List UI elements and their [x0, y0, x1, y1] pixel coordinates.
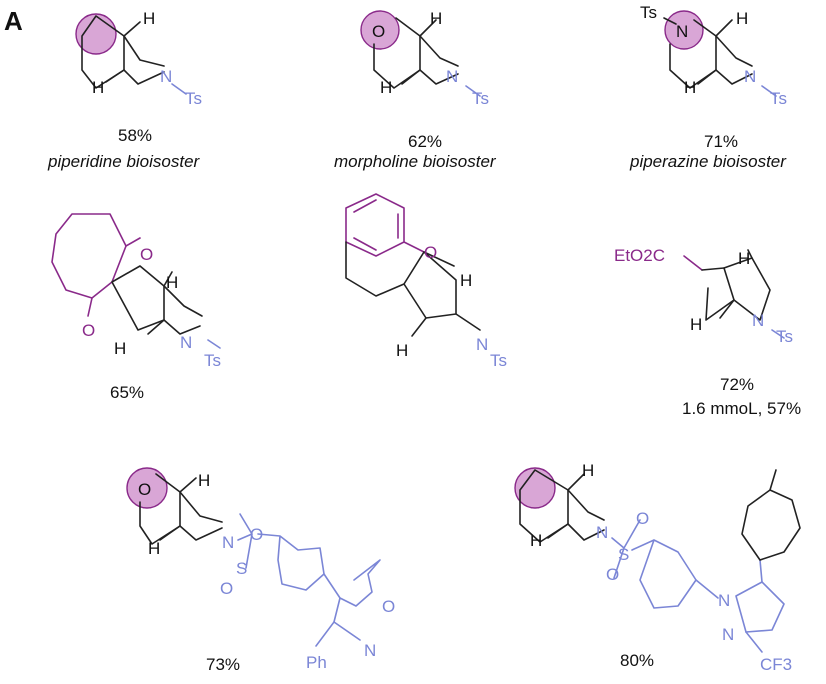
h-label: H	[380, 78, 392, 97]
yield-label: 80%	[620, 651, 654, 670]
h-label: H	[684, 78, 696, 97]
sulfonyl-o-label: O	[220, 579, 233, 598]
compound-7-structure: O H H N S O O O N Ph	[126, 467, 395, 672]
isoxazole-o-label: O	[382, 597, 395, 616]
cf3-label: CF3	[760, 655, 792, 674]
h-label: H	[92, 78, 104, 97]
o-label: O	[372, 22, 385, 41]
ketone-o-label: O	[424, 243, 437, 262]
sulfonyl-o-label: O	[606, 565, 619, 584]
h-label: H	[530, 531, 542, 550]
compound-name: piperazine bioisoster	[629, 152, 787, 171]
n-label: N	[180, 333, 192, 352]
yield-label: 62%	[408, 132, 442, 151]
ts-label: Ts	[770, 89, 787, 108]
n-label: N	[476, 335, 488, 354]
h-label: H	[430, 9, 442, 28]
highlight-circle	[126, 467, 168, 509]
yield-label: 58%	[118, 126, 152, 145]
n-label: N	[752, 311, 764, 330]
compound-4-structure: O O H H N Ts	[51, 213, 221, 370]
phenyl-label: Ph	[306, 653, 327, 672]
compound-6-structure: EtO2C H H N Ts	[614, 246, 793, 346]
h-label: H	[396, 341, 408, 360]
ts-label: Ts	[204, 351, 221, 370]
highlight-circle	[514, 467, 556, 509]
ketone-o-label: O	[82, 321, 95, 340]
h-label: H	[738, 249, 750, 268]
n-label: N	[676, 22, 688, 41]
ts-label: Ts	[185, 89, 202, 108]
isoxazole-n-label: N	[364, 641, 376, 660]
compound-name: morpholine bioisoster	[334, 152, 497, 171]
h-label: H	[736, 9, 748, 28]
scale-note: 1.6 mmoL, 57%	[682, 399, 801, 418]
compound-name: piperidine bioisoster	[47, 152, 201, 171]
h-label: H	[582, 461, 594, 480]
h-label: H	[148, 539, 160, 558]
n-label: N	[222, 533, 234, 552]
sulfonyl-s-label: S	[236, 559, 247, 578]
compound-2-structure: O H H N Ts	[360, 9, 489, 108]
yield-label: 65%	[110, 383, 144, 402]
pyrazole-n-label: N	[722, 625, 734, 644]
sulfonyl-s-label: S	[618, 545, 629, 564]
sulfonyl-o-label: O	[250, 525, 263, 544]
h-label: H	[690, 315, 702, 334]
ts-label: Ts	[472, 89, 489, 108]
ts-label: Ts	[490, 351, 507, 370]
h-label: H	[460, 271, 472, 290]
yield-label: 71%	[704, 132, 738, 151]
ts-label: Ts	[640, 3, 657, 22]
h-label: H	[166, 273, 178, 292]
pyrazole-n-label: N	[718, 591, 730, 610]
n-label: N	[446, 67, 458, 86]
compound-8-structure: H H N S O O N N CF3	[514, 461, 801, 674]
h-label: H	[198, 471, 210, 490]
n-label: N	[596, 523, 608, 542]
h-label: H	[114, 339, 126, 358]
o-label: O	[138, 480, 151, 499]
sulfonyl-o-label: O	[636, 509, 649, 528]
yield-label: 72%	[720, 375, 754, 394]
yield-label: 73%	[206, 655, 240, 674]
ts-label: Ts	[776, 327, 793, 346]
ketone-o-label: O	[140, 245, 153, 264]
n-label: N	[744, 67, 756, 86]
n-label: N	[160, 67, 172, 86]
panel-label: A	[4, 6, 23, 36]
compound-5-structure: O H H N Ts	[345, 193, 507, 370]
ester-label: EtO2C	[614, 246, 665, 265]
compound-3-structure: Ts N H H N Ts	[640, 3, 787, 108]
compound-1-structure: H H N Ts	[75, 9, 202, 108]
highlight-circle	[360, 10, 400, 50]
h-label: H	[143, 9, 155, 28]
